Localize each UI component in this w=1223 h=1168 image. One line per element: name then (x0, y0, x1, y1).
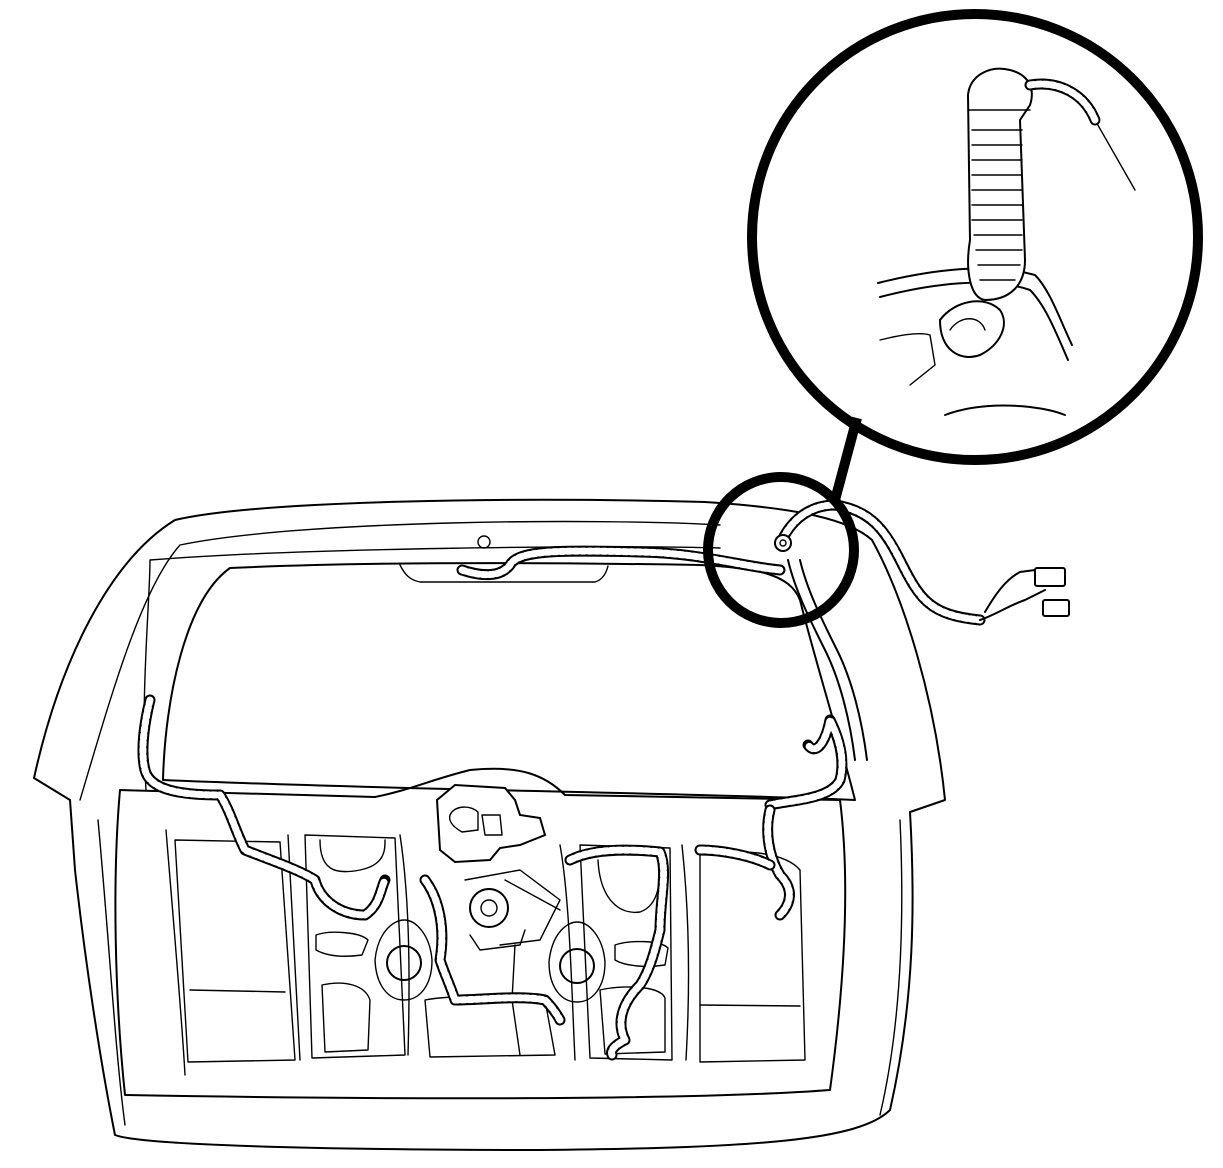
harness-connector-lower (1042, 599, 1070, 617)
harness-connector-upper (1034, 567, 1066, 587)
wiring-harness (137, 499, 986, 1061)
harness-grommet (774, 534, 792, 552)
liftgate-latch-assembly (435, 783, 561, 1056)
grommet-detail-callout (703, 416, 862, 628)
harness-connectors (979, 567, 1070, 621)
magnified-grommet-detail (747, 9, 1203, 465)
liftgate-outer-panel (33, 498, 946, 1151)
